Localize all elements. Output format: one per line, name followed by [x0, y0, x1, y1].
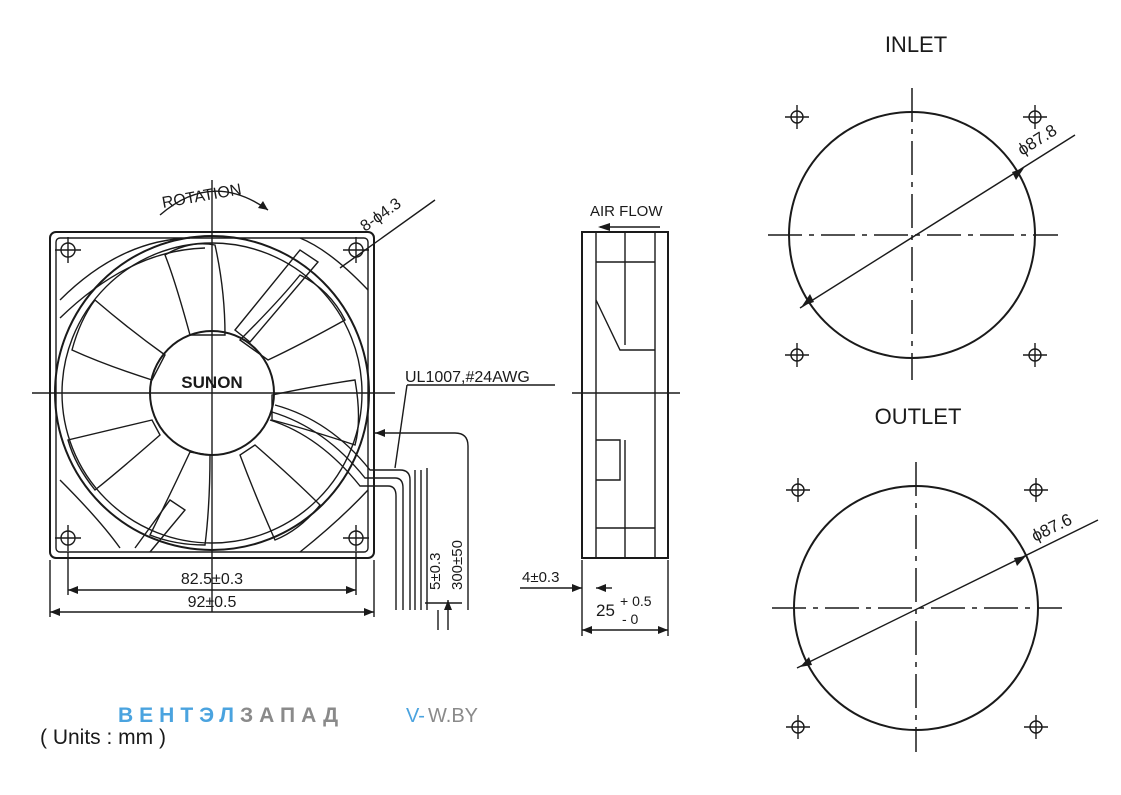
- watermark-gray: ЗАПАД: [240, 704, 344, 727]
- cable-label: UL1007,#24AWG: [405, 369, 530, 386]
- inlet-dia-line: [799, 134, 1076, 309]
- depth-main-label: 25: [596, 601, 615, 620]
- corner-strut-tl: [59, 237, 206, 319]
- rotation-label: ROTATION: [161, 181, 243, 212]
- units-note: ( Units : mm ): [40, 726, 166, 749]
- watermark-site-rest: W.BY: [428, 705, 478, 727]
- outlet-hole-marks: [786, 478, 1048, 739]
- lead-length-label: 300±50: [449, 540, 466, 590]
- hole-spacing-label: 82.5±0.3: [181, 571, 243, 588]
- inlet-title: INLET: [885, 32, 947, 57]
- outlet-dia-label: ϕ87.6: [1028, 510, 1075, 546]
- front-view: SUNON ROTATION 8-ϕ4.3 UL1007,#24AWG: [32, 180, 555, 630]
- depth-plus-label: + 0.5: [620, 593, 652, 609]
- hole-leader: [339, 199, 436, 269]
- mounting-holes: [55, 237, 369, 551]
- cable: [269, 404, 428, 610]
- strip-length-label: 5±0.3: [427, 553, 444, 590]
- overall-width-label: 92±0.5: [188, 594, 237, 611]
- cable-leader: [394, 384, 408, 469]
- watermark-site-v: V-: [406, 705, 425, 727]
- inlet-dia-label: ϕ87.8: [1014, 121, 1060, 160]
- corner-strut-tr: [234, 237, 369, 343]
- rotation-arrowhead: [258, 201, 268, 210]
- corner-strut-bl: [59, 479, 187, 553]
- hole-label: 8-ϕ4.3: [358, 195, 405, 235]
- airflow-label: AIR FLOW: [590, 203, 663, 220]
- flange-dim-label: 4±0.3: [522, 569, 559, 586]
- lead-extension: [375, 432, 469, 610]
- inlet-hole-marks: [785, 105, 1047, 367]
- inlet-view: INLET ϕ87.8: [768, 32, 1076, 380]
- watermark-blue: ВЕНТЭЛ: [118, 704, 240, 727]
- side-view: AIR FLOW 4±0.3 25 + 0.5 - 0: [520, 203, 680, 636]
- depth-minus-label: - 0: [622, 611, 639, 627]
- corner-strut-br: [299, 489, 369, 553]
- outlet-view: OUTLET ϕ87.6: [772, 404, 1099, 752]
- impeller-blades: [67, 243, 360, 546]
- outlet-title: OUTLET: [875, 404, 962, 429]
- outlet-dia-line: [796, 519, 1099, 669]
- rotation-arrow: [159, 190, 269, 216]
